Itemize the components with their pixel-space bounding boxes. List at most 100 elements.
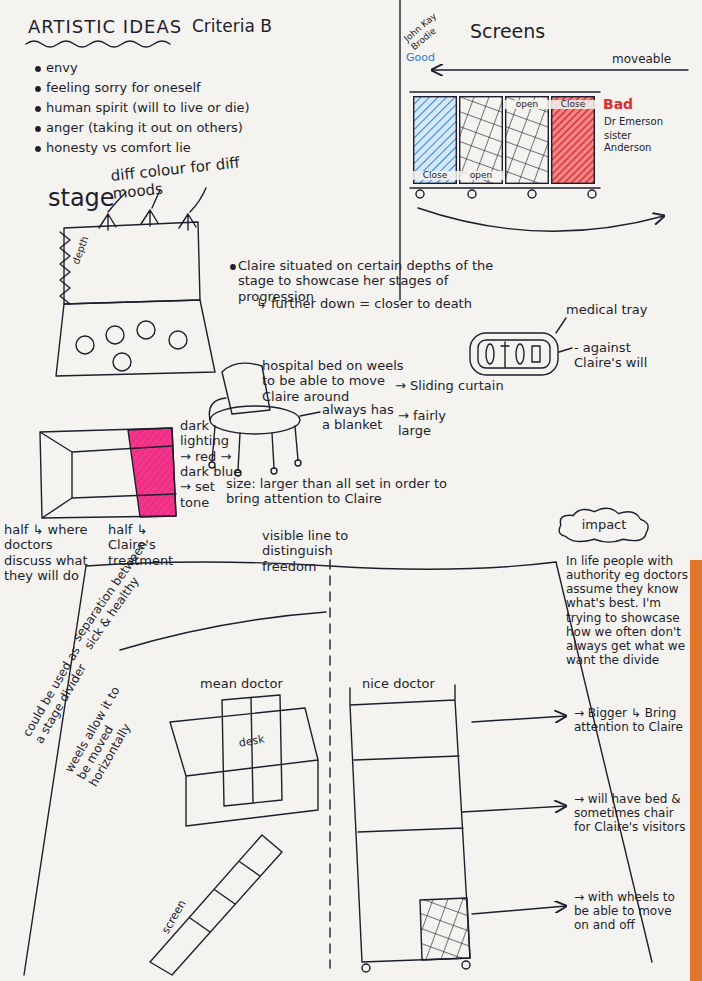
stage-depth-mark bbox=[137, 321, 155, 339]
move-arrow bbox=[432, 69, 688, 70]
panel-outline bbox=[552, 97, 595, 184]
handwritten-note: → Bigger ↳ Bring attention to Claire bbox=[574, 706, 684, 734]
handwritten-note: → will have bed & sometimes chair for Cl… bbox=[574, 792, 689, 834]
node-text: Close bbox=[551, 100, 595, 109]
lit-area bbox=[128, 428, 176, 517]
handwritten-note: human spirit (will to live or die) bbox=[46, 100, 346, 115]
handwritten-note: moveable bbox=[612, 52, 692, 66]
node-text: open bbox=[505, 100, 549, 109]
wheel bbox=[528, 190, 536, 198]
wheel bbox=[271, 468, 277, 474]
handwritten-note: In life people with authority eg doctors… bbox=[566, 554, 690, 667]
panel-outline bbox=[460, 97, 503, 184]
screen-panel: open bbox=[505, 96, 549, 184]
stage-back bbox=[64, 222, 200, 304]
handwritten-note: sister Anderson bbox=[604, 130, 664, 154]
move-arrow bbox=[418, 208, 664, 231]
desk bbox=[170, 708, 318, 826]
medical-tray bbox=[470, 333, 558, 375]
page-divider bbox=[399, 0, 400, 300]
handwritten-note: diff colour for diff moods bbox=[110, 152, 263, 203]
stage-box bbox=[40, 428, 176, 518]
handwritten-note: Dr Emerson bbox=[604, 116, 694, 128]
handwritten-note: → with wheels to be able to move on and … bbox=[574, 890, 689, 932]
handwritten-note: Criteria B bbox=[192, 16, 302, 36]
handwritten-note: → fairly large bbox=[398, 408, 458, 439]
panel-outline bbox=[506, 97, 549, 184]
handwritten-note: - against Claire's will bbox=[574, 340, 664, 371]
handwritten-note: Bad bbox=[603, 96, 643, 113]
handwritten-note: honesty vs comfort lie bbox=[46, 140, 346, 155]
handwritten-note: → Sliding curtain bbox=[395, 378, 525, 393]
wheel bbox=[462, 961, 470, 969]
bullet bbox=[36, 107, 40, 111]
handwritten-note: mean doctor bbox=[200, 676, 300, 691]
panel-outline bbox=[414, 97, 457, 184]
panel-outline bbox=[505, 96, 549, 184]
tray-item bbox=[516, 344, 524, 364]
wheel bbox=[362, 964, 370, 972]
notebook-tab bbox=[690, 560, 702, 981]
stage-light bbox=[99, 210, 196, 230]
tray-item bbox=[532, 346, 540, 362]
screen-panel: open bbox=[459, 96, 503, 184]
scribble bbox=[60, 232, 70, 304]
panel-outline bbox=[551, 96, 595, 184]
wheel bbox=[416, 190, 424, 198]
folding-screen bbox=[150, 835, 282, 975]
handwritten-note: always has a blanket bbox=[322, 402, 397, 433]
handwritten-note: Good bbox=[406, 52, 446, 65]
stage-depth-mark bbox=[169, 331, 187, 349]
stage-depth-mark bbox=[113, 353, 131, 371]
bed-seat bbox=[210, 406, 300, 434]
node-text: Close bbox=[413, 171, 457, 180]
bullet bbox=[36, 147, 40, 151]
handwritten-note: half ↳ where doctors discuss what they w… bbox=[4, 522, 104, 583]
screen-panel: Close bbox=[551, 96, 595, 184]
bed-blanket bbox=[420, 898, 470, 960]
wheel bbox=[588, 190, 596, 198]
leader-arrow bbox=[472, 906, 566, 914]
handwritten-note: nice doctor bbox=[362, 676, 462, 691]
handwritten-note: medical tray bbox=[566, 302, 656, 317]
handwritten-note: ↳ further down = closer to death bbox=[256, 296, 476, 311]
bullet bbox=[36, 127, 40, 131]
leader-arrow bbox=[472, 716, 566, 722]
handwritten-note: envy bbox=[46, 60, 196, 75]
handwritten-note: anger (taking it out on others) bbox=[46, 120, 346, 135]
medical-tray bbox=[478, 340, 550, 368]
hospital-bed bbox=[350, 685, 470, 962]
leader-line bbox=[300, 412, 320, 416]
syringe bbox=[501, 342, 509, 367]
leader-line bbox=[120, 612, 326, 650]
handwritten-note: Screens bbox=[470, 20, 590, 42]
ink-lines bbox=[24, 0, 688, 975]
screen-panel: Close bbox=[413, 96, 457, 184]
wheel bbox=[468, 190, 476, 198]
impact-cloud: impact bbox=[556, 506, 652, 544]
tray-item bbox=[486, 344, 494, 364]
bullet bbox=[36, 67, 40, 71]
stage-depth-mark bbox=[106, 326, 124, 344]
bullet bbox=[231, 265, 235, 269]
handwritten-note: feeling sorry for oneself bbox=[46, 80, 296, 95]
bullet bbox=[36, 87, 40, 91]
screen-rail bbox=[410, 92, 600, 188]
divider-line bbox=[329, 560, 330, 968]
node-text: impact bbox=[556, 518, 652, 531]
handwritten-note: John Kay Brodie bbox=[402, 0, 462, 52]
handwritten-note: hospital bed on weels to be able to move… bbox=[262, 358, 412, 404]
page-title: ARTISTIC IDEAS bbox=[28, 16, 208, 37]
leader-line bbox=[556, 318, 572, 352]
handwritten-note: depth bbox=[70, 224, 95, 266]
leader-arrow bbox=[462, 806, 566, 812]
stage-depth-mark bbox=[76, 336, 94, 354]
handwritten-note: visible line to distinguish freedom bbox=[262, 528, 382, 574]
title-underline bbox=[26, 41, 170, 47]
handwritten-note: desk bbox=[238, 731, 280, 751]
wheel bbox=[295, 460, 301, 466]
handwritten-note: size: larger than all set in order to br… bbox=[226, 476, 456, 507]
stage-floor bbox=[56, 300, 215, 376]
